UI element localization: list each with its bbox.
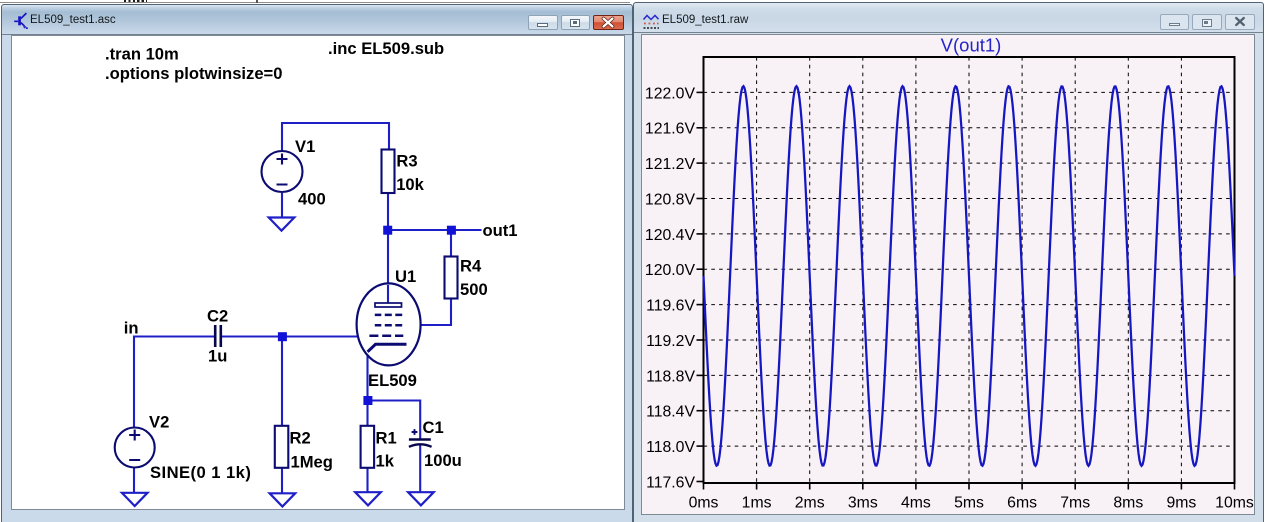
svg-text:.options plotwinsize=0: .options plotwinsize=0 <box>105 64 282 83</box>
svg-text:7ms: 7ms <box>1060 495 1090 512</box>
svg-text:V(out1): V(out1) <box>941 35 1002 56</box>
svg-text:9ms: 9ms <box>1166 495 1196 512</box>
svg-text:120.4V: 120.4V <box>645 227 696 244</box>
svg-text:R3: R3 <box>396 151 417 170</box>
svg-text:400: 400 <box>298 190 326 209</box>
svg-text:.tran 10m: .tran 10m <box>105 45 179 64</box>
svg-text:5ms: 5ms <box>954 495 984 512</box>
svg-text:500: 500 <box>460 280 488 299</box>
svg-text:8ms: 8ms <box>1113 495 1143 512</box>
svg-text:121.2V: 121.2V <box>645 156 696 173</box>
svg-text:in: in <box>124 319 139 338</box>
svg-text:121.6V: 121.6V <box>645 121 696 138</box>
svg-text:120.0V: 120.0V <box>645 262 696 279</box>
svg-text:V2: V2 <box>149 413 169 432</box>
svg-text:10ms: 10ms <box>1215 495 1254 512</box>
svg-text:119.6V: 119.6V <box>646 298 695 315</box>
svg-text:EL509: EL509 <box>368 371 417 390</box>
svg-text:.inc EL509.sub: .inc EL509.sub <box>328 39 444 58</box>
svg-text:3ms: 3ms <box>848 495 878 512</box>
svg-text:C1: C1 <box>423 418 444 437</box>
svg-text:out1: out1 <box>483 221 518 240</box>
svg-text:1Meg: 1Meg <box>291 452 333 471</box>
svg-text:R4: R4 <box>460 256 482 275</box>
svg-text:120.8V: 120.8V <box>645 191 696 208</box>
svg-text:1u: 1u <box>208 347 227 366</box>
svg-text:U1: U1 <box>395 267 416 286</box>
svg-text:R2: R2 <box>290 428 311 447</box>
svg-text:119.2V: 119.2V <box>646 333 695 350</box>
svg-text:10k: 10k <box>396 175 424 194</box>
svg-text:1ms: 1ms <box>742 495 772 512</box>
svg-text:6ms: 6ms <box>1007 495 1037 512</box>
svg-text:SINE(0 1 1k): SINE(0 1 1k) <box>150 463 251 482</box>
svg-text:118.4V: 118.4V <box>646 404 695 421</box>
svg-text:1k: 1k <box>376 451 395 470</box>
svg-text:C2: C2 <box>207 306 228 325</box>
svg-text:V1: V1 <box>295 137 315 156</box>
svg-text:117.6V: 117.6V <box>646 474 695 491</box>
svg-text:118.8V: 118.8V <box>646 368 695 385</box>
svg-text:4ms: 4ms <box>901 495 931 512</box>
svg-text:0ms: 0ms <box>689 495 719 512</box>
svg-text:2ms: 2ms <box>795 495 825 512</box>
svg-text:100u: 100u <box>424 451 462 470</box>
svg-text:R1: R1 <box>376 428 397 447</box>
svg-text:122.0V: 122.0V <box>645 85 696 102</box>
svg-text:118.0V: 118.0V <box>646 439 695 456</box>
